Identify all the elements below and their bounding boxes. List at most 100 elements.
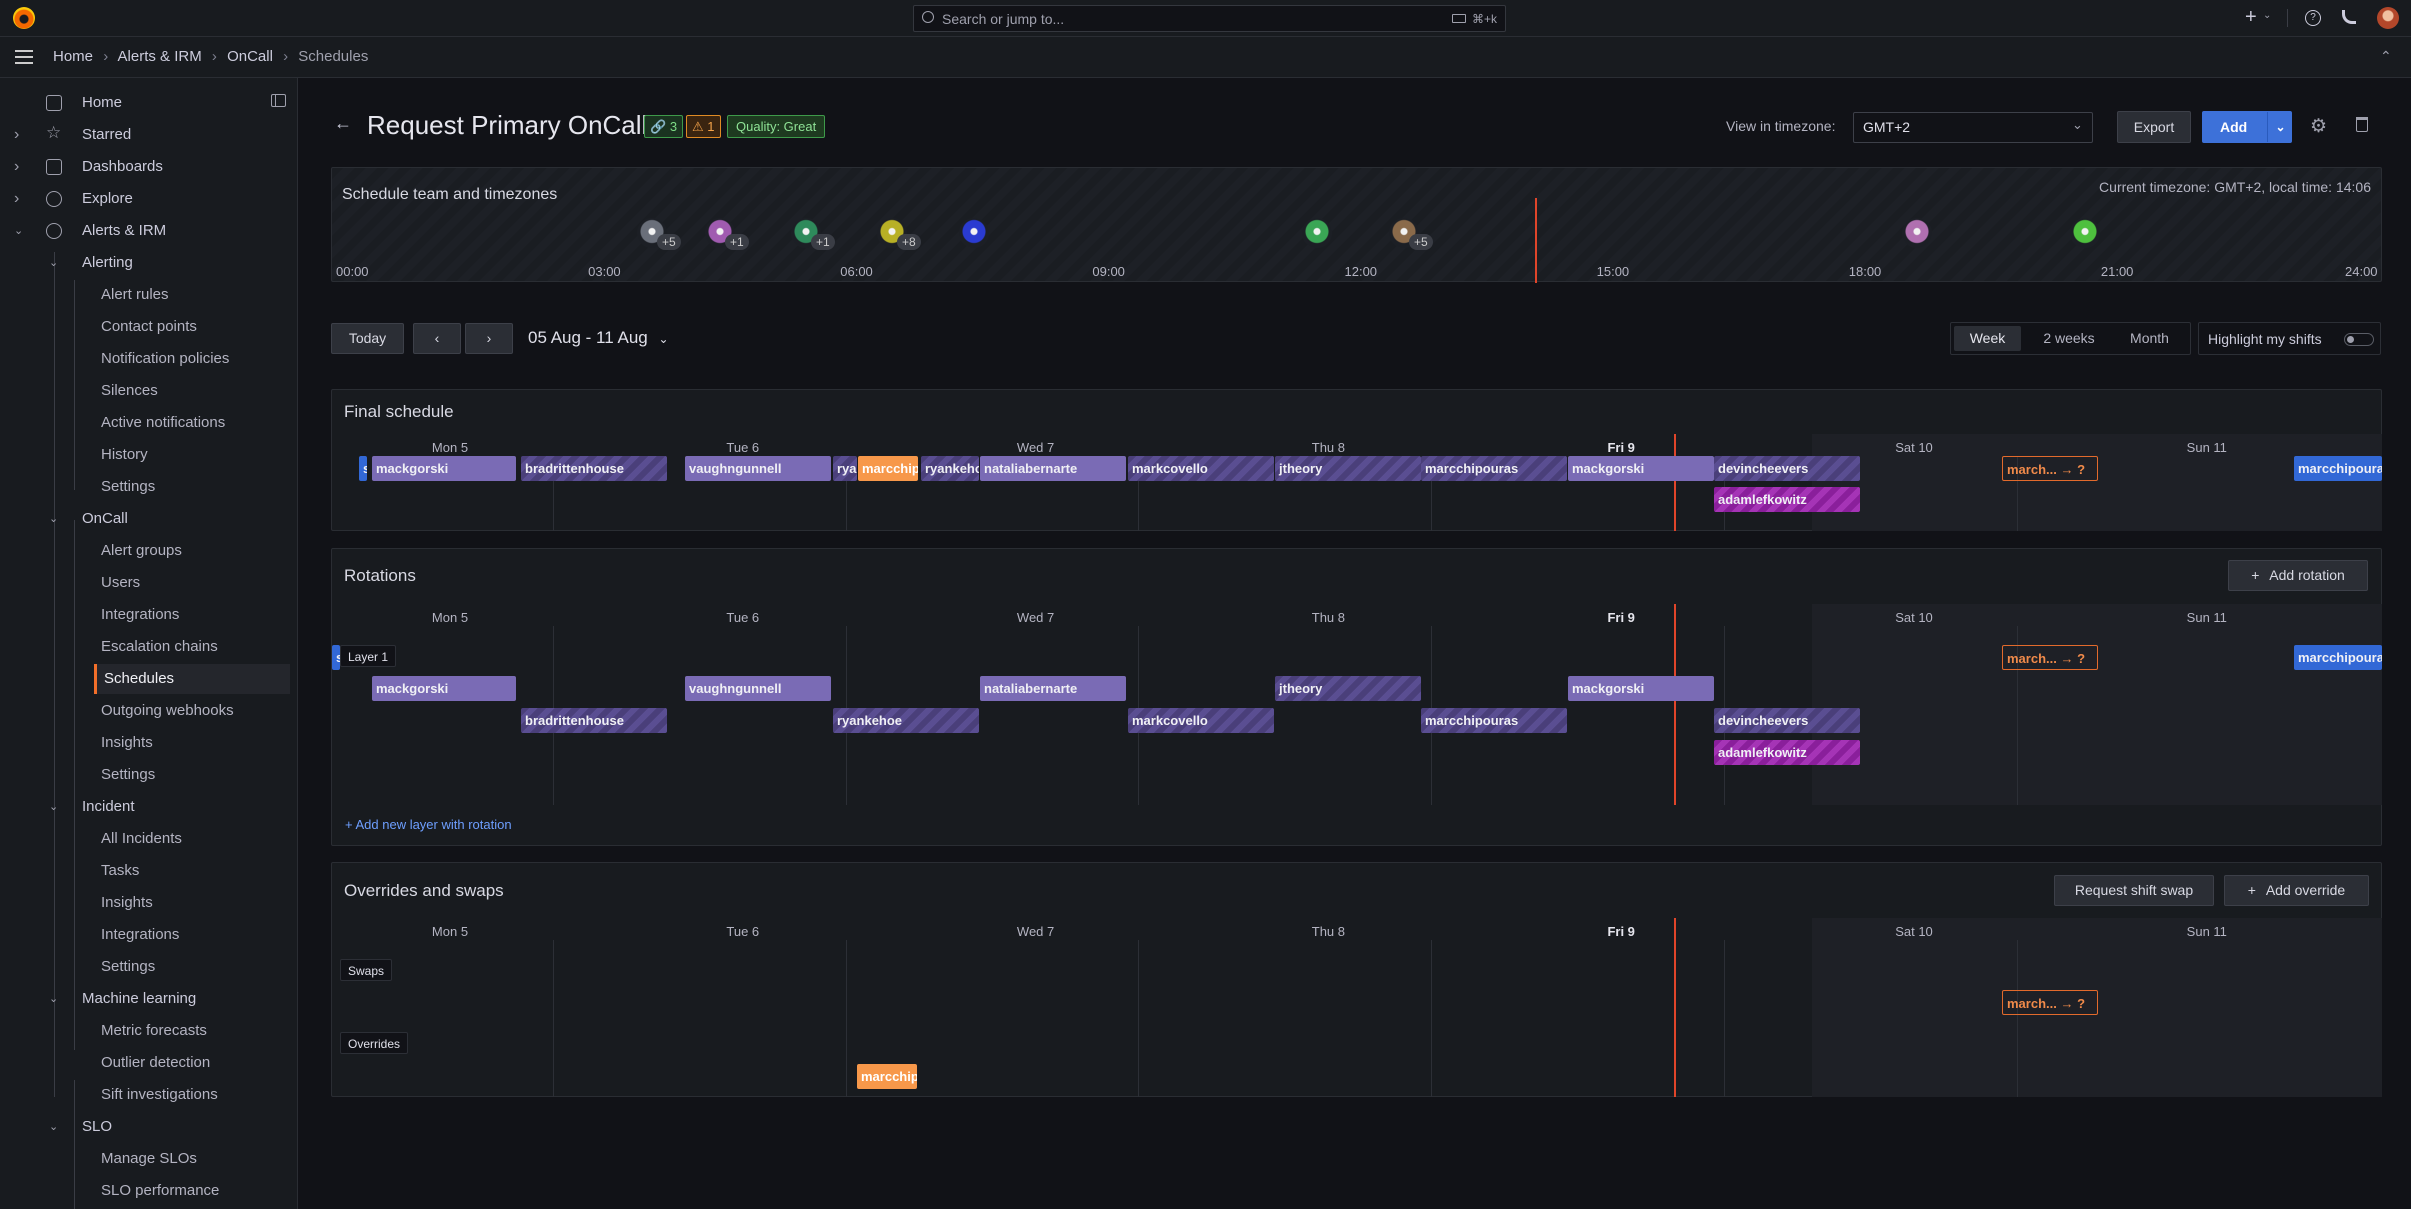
shift-bar[interactable]: nataliabernarte (980, 676, 1126, 701)
shift-bar[interactable]: jtheory (1275, 456, 1421, 481)
breadcrumb-home[interactable]: Home (53, 48, 94, 65)
override-shift-bar[interactable]: marcchip (857, 1064, 917, 1089)
sidebar-item-escalation-chains[interactable]: Escalation chains (101, 632, 290, 662)
shift-bar[interactable]: marcchipouras (1421, 456, 1567, 481)
user-avatar[interactable] (2070, 218, 2100, 248)
chevron-down-icon[interactable]: ⌄ (2263, 10, 2272, 21)
sidebar-item-active-notifications[interactable]: Active notifications (101, 408, 290, 438)
help-icon[interactable]: ? (2305, 10, 2321, 26)
shift-bar[interactable]: markcovello (1128, 456, 1274, 481)
swap-shift-bar[interactable]: march... → ? (2002, 645, 2098, 670)
shift-bar[interactable]: rya (833, 456, 857, 481)
sidebar-item-slo-performance[interactable]: SLO performance (101, 1176, 290, 1206)
sidebar-item-settings[interactable]: Settings (101, 952, 290, 982)
sidebar-item-silences[interactable]: Silences (101, 376, 290, 406)
shift-bar[interactable]: s (332, 645, 340, 670)
more-users-count[interactable]: +5 (1409, 234, 1433, 250)
next-week-button[interactable]: › (465, 323, 513, 354)
shift-bar[interactable]: adamlefkowitz (1714, 740, 1860, 765)
shift-bar[interactable]: s (359, 456, 367, 481)
sidebar-item-settings[interactable]: Settings (101, 472, 290, 502)
chevron-down-icon[interactable]: ⌄ (2267, 112, 2293, 142)
toggle-switch[interactable] (2344, 333, 2374, 346)
sidebar-item-metric-forecasts[interactable]: Metric forecasts (101, 1016, 290, 1046)
shift-bar[interactable]: bradrittenhouse (521, 456, 667, 481)
sidebar-item-all-incidents[interactable]: All Incidents (101, 824, 290, 854)
shift-bar[interactable]: mackgorski (1568, 676, 1714, 701)
shift-bar[interactable]: ryankeho (921, 456, 979, 481)
shift-bar[interactable]: jtheory (1275, 676, 1421, 701)
more-users-count[interactable]: +8 (897, 234, 921, 250)
shift-bar[interactable]: nataliabernarte (980, 456, 1126, 481)
chevron-right-icon[interactable]: › (14, 158, 20, 175)
sidebar-item-alerting[interactable]: Alerting (82, 248, 290, 278)
timezone-select[interactable]: GMT+2 ⌄ (1853, 112, 2093, 143)
collapse-icon[interactable]: ⌃ (2380, 48, 2392, 64)
chevron-right-icon[interactable]: › (14, 190, 20, 207)
shift-bar[interactable]: devincheevers (1714, 708, 1860, 733)
sidebar-item-dashboards[interactable]: Dashboards (82, 152, 290, 182)
sidebar-item-settings[interactable]: Settings (101, 760, 290, 790)
sidebar-item-outgoing-webhooks[interactable]: Outgoing webhooks (101, 696, 290, 726)
sidebar-item-alert-rules[interactable]: Alert rules (101, 280, 290, 310)
shift-bar[interactable]: marcchip (858, 456, 918, 481)
chevron-right-icon[interactable]: › (14, 126, 20, 143)
breadcrumb-alerts-irm[interactable]: Alerts & IRM (117, 48, 202, 65)
add-override-button[interactable]: + Add override (2224, 875, 2369, 906)
sidebar-item-insights[interactable]: Insights (101, 888, 290, 918)
export-button[interactable]: Export (2117, 111, 2191, 143)
quality-badge[interactable]: Quality: Great (727, 115, 826, 138)
chevron-down-icon[interactable]: ⌄ (49, 257, 59, 269)
sidebar-item-insights[interactable]: Insights (101, 728, 290, 758)
sidebar-item-machine-learning[interactable]: Machine learning (82, 984, 290, 1014)
sidebar-item-notification-policies[interactable]: Notification policies (101, 344, 290, 374)
sidebar-item-manage-slos[interactable]: Manage SLOs (101, 1144, 290, 1174)
chevron-down-icon[interactable]: ⌄ (49, 513, 59, 525)
chevron-down-icon[interactable]: ⌄ (49, 801, 59, 813)
warnings-badge[interactable]: ⚠ 1 (686, 115, 721, 138)
chevron-down-icon[interactable]: ⌄ (49, 993, 59, 1005)
more-users-count[interactable]: +5 (657, 234, 681, 250)
request-swap-button[interactable]: Request shift swap (2054, 875, 2214, 906)
more-users-count[interactable]: +1 (725, 234, 749, 250)
shift-bar[interactable]: marcchipoura (2294, 456, 2382, 481)
sidebar-item-alert-groups[interactable]: Alert groups (101, 536, 290, 566)
trash-icon[interactable] (2356, 117, 2368, 132)
links-badge[interactable]: 🔗 3 (644, 115, 684, 138)
sidebar-item-incident[interactable]: Incident (82, 792, 290, 822)
dock-icon[interactable] (271, 94, 286, 107)
user-avatar[interactable] (1902, 218, 1932, 248)
sidebar-item-home[interactable]: Home (82, 88, 290, 118)
shift-bar[interactable]: vaughngunnell (685, 676, 831, 701)
sidebar-item-schedules[interactable]: Schedules (94, 664, 290, 694)
sidebar-item-outlier-detection[interactable]: Outlier detection (101, 1048, 290, 1078)
shift-bar[interactable]: ryankehoe (833, 708, 979, 733)
view-2-weeks[interactable]: 2 weeks (2043, 330, 2095, 346)
sidebar-item-contact-points[interactable]: Contact points (101, 312, 290, 342)
breadcrumb-oncall[interactable]: OnCall (227, 48, 273, 65)
sidebar-item-tasks[interactable]: Tasks (101, 856, 290, 886)
swap-shift-bar[interactable]: march... → ? (2002, 990, 2098, 1015)
shift-bar[interactable]: mackgorski (1568, 456, 1714, 481)
add-button[interactable]: Add ⌄ (2202, 111, 2292, 143)
date-range-picker[interactable]: 05 Aug - 11 Aug ⌄ (528, 328, 669, 348)
more-users-count[interactable]: +1 (811, 234, 835, 250)
add-layer-link[interactable]: + Add new layer with rotation (345, 817, 512, 832)
view-month[interactable]: Month (2130, 330, 2169, 346)
user-avatar[interactable] (959, 218, 989, 248)
view-week[interactable]: Week (1954, 326, 2021, 351)
sidebar-item-oncall[interactable]: OnCall (82, 504, 290, 534)
shift-bar[interactable]: marcchipouras (1421, 708, 1567, 733)
user-avatar[interactable] (1302, 218, 1332, 248)
shift-bar[interactable]: mackgorski (372, 456, 516, 481)
shift-bar[interactable]: mackgorski (372, 676, 516, 701)
sidebar-item-integrations[interactable]: Integrations (101, 600, 290, 630)
highlight-toggle[interactable]: Highlight my shifts (2198, 322, 2381, 355)
add-rotation-button[interactable]: + Add rotation (2228, 560, 2368, 591)
sidebar-item-explore[interactable]: Explore (82, 184, 290, 214)
chevron-down-icon[interactable]: ⌄ (14, 225, 24, 237)
sidebar-item-sift-investigations[interactable]: Sift investigations (101, 1080, 290, 1110)
menu-icon[interactable] (15, 50, 33, 64)
prev-week-button[interactable]: ‹ (413, 323, 461, 354)
gear-icon[interactable]: ⚙ (2310, 116, 2328, 137)
